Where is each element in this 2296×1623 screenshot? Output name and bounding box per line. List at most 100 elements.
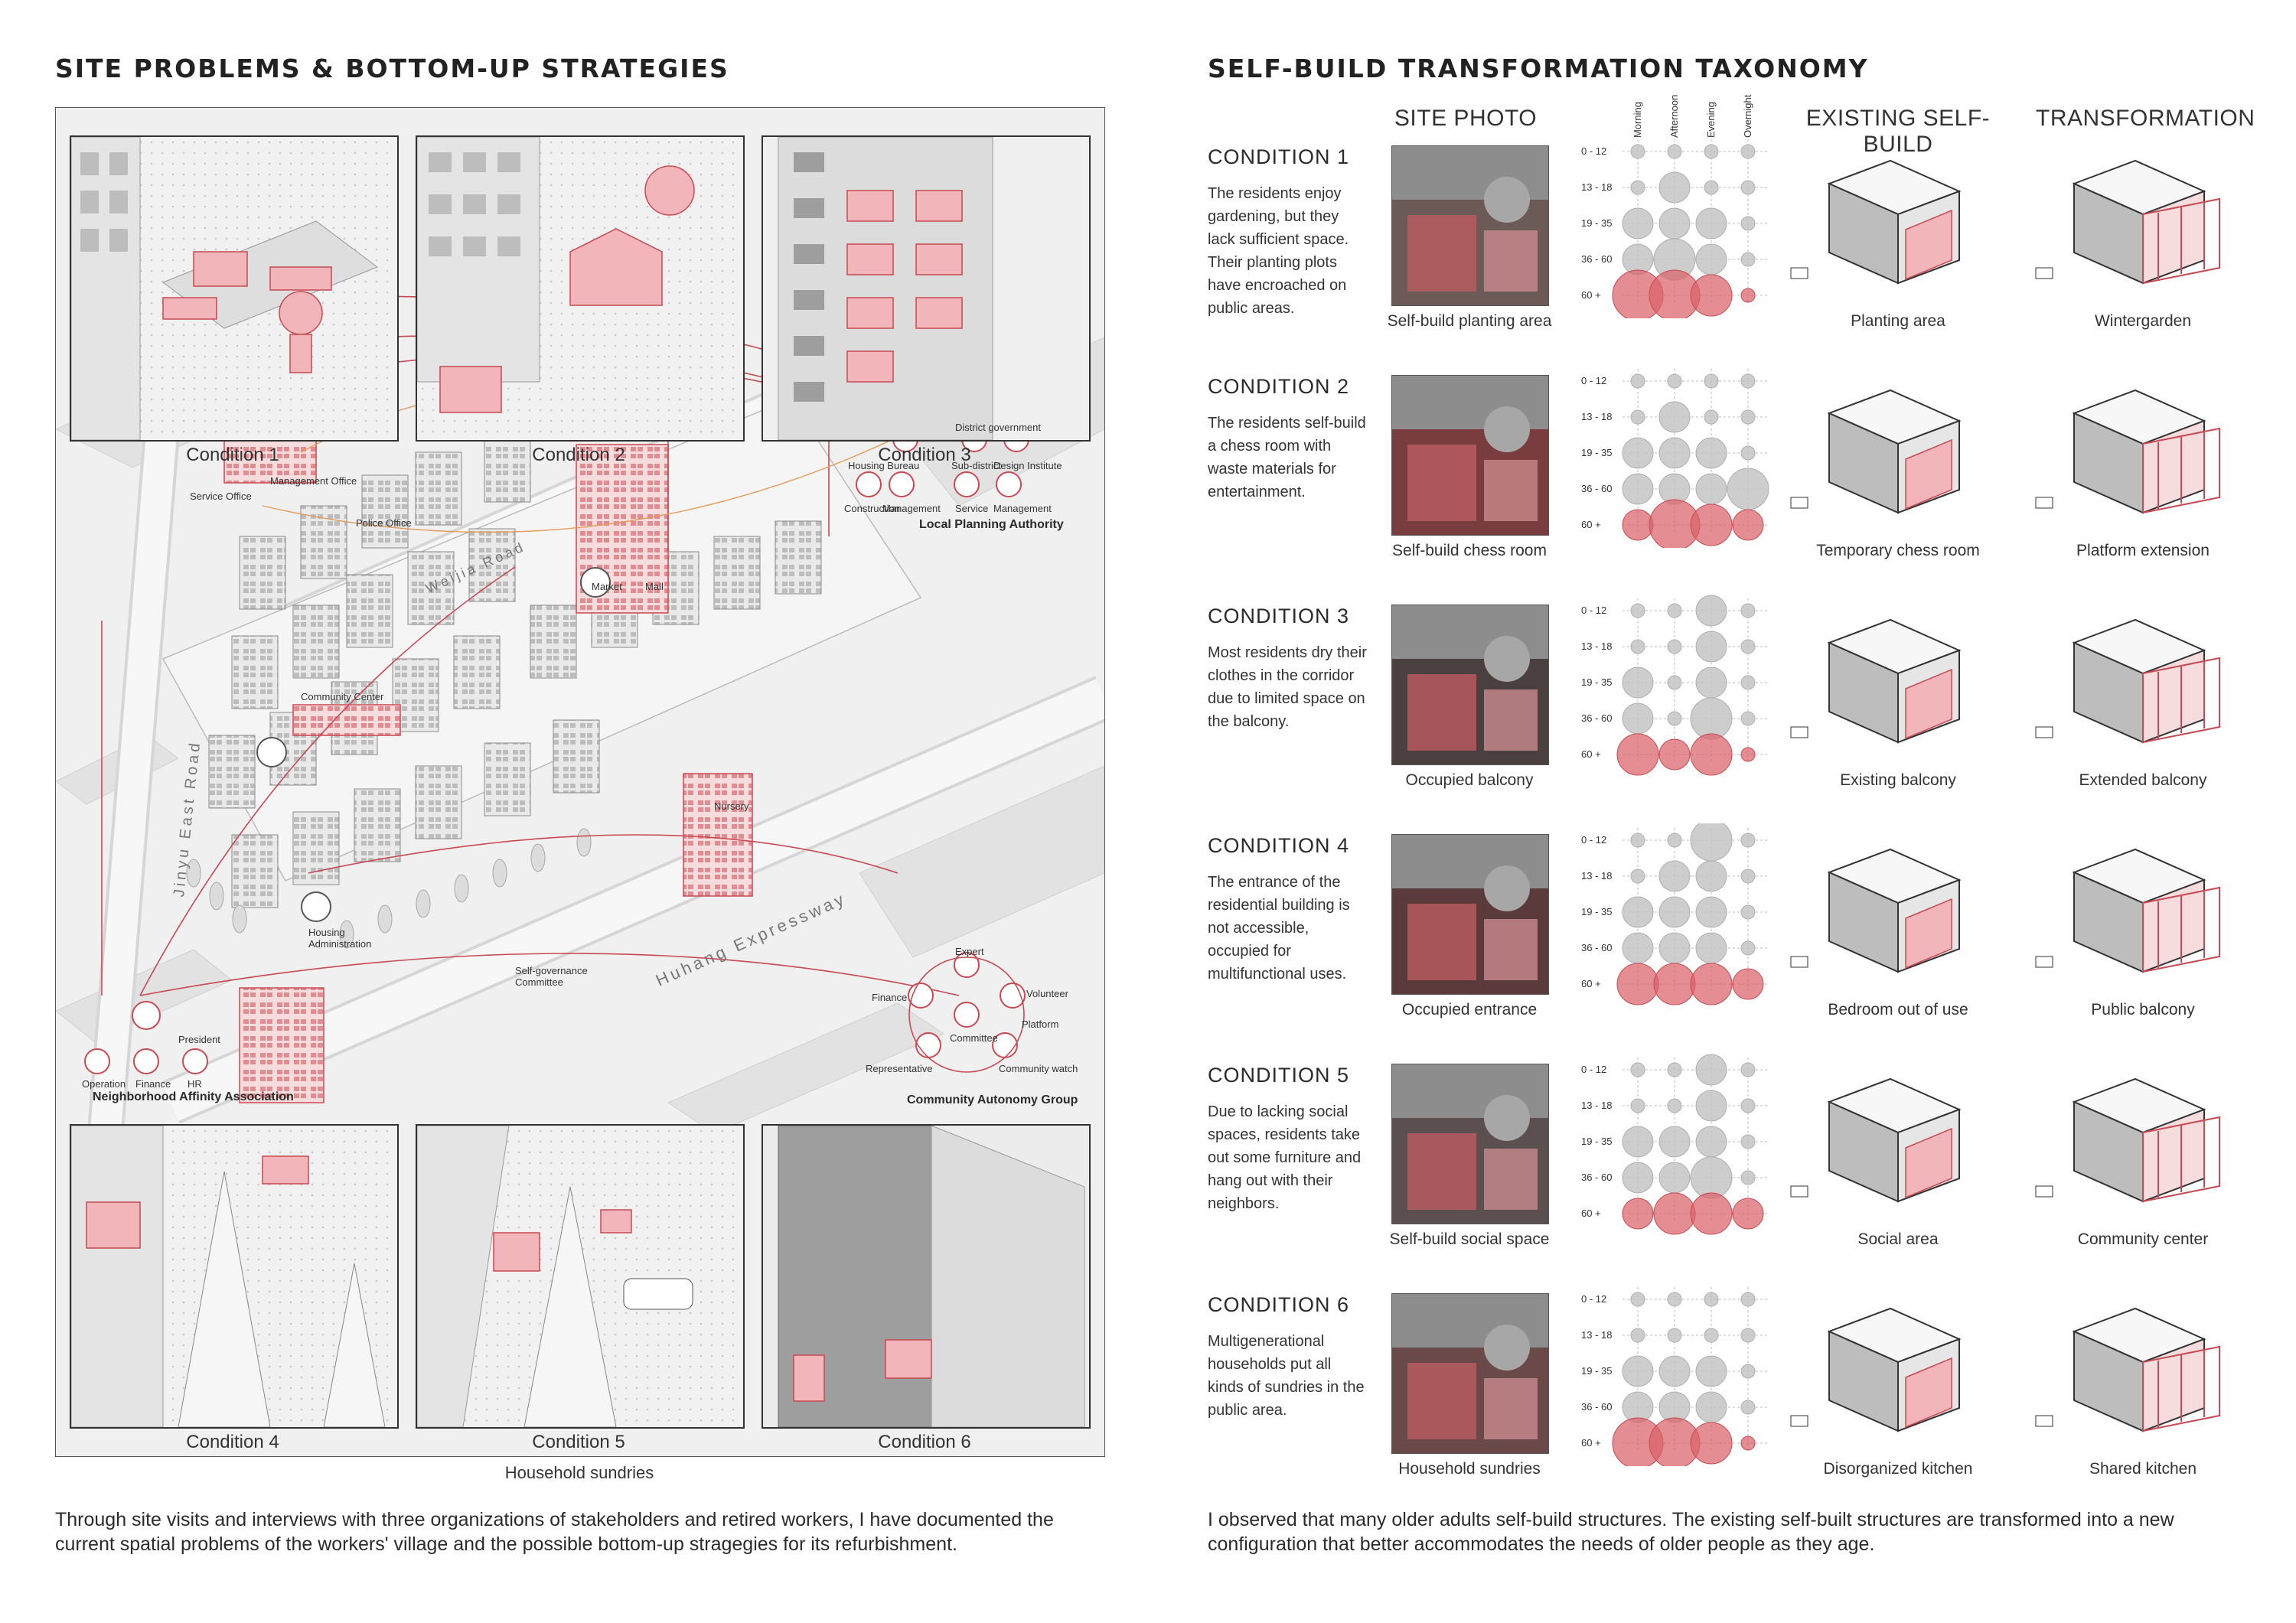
usage-bubble	[1695, 932, 1727, 964]
usage-bubble	[1740, 711, 1756, 726]
transformation-caption: Extended balcony	[2079, 771, 2207, 789]
usage-bubble	[1740, 445, 1756, 461]
age-label: 0 - 12	[1581, 834, 1607, 846]
inset-caption-1: Condition 1	[186, 445, 279, 465]
age-label: 36 - 60	[1581, 253, 1613, 265]
usage-bubble	[1740, 1062, 1756, 1077]
inset-caption-5: Condition 5	[532, 1432, 625, 1452]
transformation-axonometric	[2035, 159, 2220, 285]
usage-bubble	[1630, 180, 1645, 195]
time-label-morning: Morning	[1632, 102, 1643, 138]
usage-bubble	[1704, 1328, 1719, 1343]
label-president: President	[178, 1034, 220, 1045]
label-finance-2: Finance	[872, 992, 908, 1003]
age-label: 19 - 35	[1581, 906, 1613, 917]
usage-bubble	[1740, 1364, 1756, 1379]
usage-bubble	[1653, 1192, 1696, 1235]
age-label: 36 - 60	[1581, 712, 1613, 724]
usage-bubble	[1622, 1126, 1654, 1158]
usage-bubble	[1695, 860, 1727, 892]
existing-self-build-caption: Bedroom out of use	[1828, 1001, 1968, 1018]
usage-bubble	[1667, 1328, 1682, 1343]
existing-self-build-axonometric	[1790, 159, 1962, 285]
usage-bubble	[1667, 1062, 1682, 1077]
age-label: 0 - 12	[1581, 1293, 1607, 1305]
usage-bubble	[1622, 437, 1654, 469]
transformation-axonometric	[2035, 1077, 2220, 1203]
existing-self-build-caption: Existing balcony	[1840, 771, 1956, 789]
usage-bubble	[1740, 1292, 1756, 1307]
label-nursery: Nursery	[714, 800, 749, 812]
usage-bubble	[1704, 180, 1719, 195]
usage-bubble	[1622, 896, 1654, 928]
usage-bubble	[1690, 504, 1733, 546]
usage-bubble	[1740, 869, 1756, 884]
site-photo-image	[1392, 605, 1548, 764]
usage-bubble	[1704, 1292, 1719, 1307]
usage-bubble	[1630, 639, 1645, 654]
condition-2-illustration	[417, 137, 743, 440]
usage-bubble	[1630, 869, 1645, 884]
col-header-site-photo: SITE PHOTO	[1394, 106, 1538, 131]
existing-self-build-drawing	[1783, 383, 2013, 528]
usage-bubble	[1690, 1156, 1733, 1199]
existing-self-build-drawing	[1783, 1071, 2013, 1217]
usage-bubble	[1690, 733, 1733, 776]
usage-bubble	[1704, 409, 1719, 425]
age-label: 60 +	[1581, 978, 1601, 989]
label-police-office: Police Office	[356, 517, 412, 529]
age-label: 36 - 60	[1581, 942, 1613, 953]
usage-bubble	[1630, 1098, 1645, 1113]
condition-description: Multigenerational households put all kin…	[1208, 1333, 1365, 1419]
usage-bubble	[1695, 437, 1727, 469]
usage-bubble	[1658, 932, 1691, 964]
age-label: 13 - 18	[1581, 1329, 1613, 1341]
condition-description: The residents enjoy gardening, but they …	[1208, 185, 1349, 317]
age-label: 36 - 60	[1581, 1172, 1613, 1183]
usage-bubble	[1740, 1328, 1756, 1343]
label-housing-administration: Housing Administration	[308, 927, 372, 950]
label-neighborhood-affinity-association: Neighborhood Affinity Association	[93, 1090, 294, 1103]
usage-bubble	[1667, 711, 1682, 726]
usage-bubble	[1630, 833, 1645, 848]
usage-bubble	[1732, 1198, 1764, 1230]
site-photo-image	[1392, 376, 1548, 535]
usage-bubble	[1740, 940, 1756, 956]
inset-caption-3: Condition 3	[878, 445, 971, 465]
right-heading: SELF-BUILD TRANSFORMATION TAXONOMY	[1208, 54, 1869, 83]
usage-bubble	[1695, 1054, 1727, 1086]
usage-bubble	[1667, 603, 1682, 618]
usage-bubble	[1740, 1134, 1756, 1149]
usage-bubble	[1622, 1162, 1654, 1194]
label-community-autonomy-group: Community Autonomy Group	[907, 1093, 1078, 1106]
usage-bubble	[1740, 252, 1756, 267]
existing-self-build-axonometric	[1790, 618, 1962, 744]
transformation-drawing	[2028, 383, 2258, 528]
label-design-institute: Design Institute	[993, 460, 1062, 471]
condition-title: CONDITION 1	[1208, 145, 1350, 168]
existing-self-build-caption: Disorganized kitchen	[1823, 1460, 1973, 1478]
label-service-office: Service Office	[190, 490, 252, 502]
label-district-government: District government	[955, 422, 1041, 433]
usage-bubble	[1630, 373, 1645, 389]
site-photo-caption: Self-build social space	[1389, 1230, 1550, 1248]
usage-bubble	[1667, 639, 1682, 654]
condition-title: CONDITION 5	[1208, 1064, 1350, 1087]
site-photo	[1391, 375, 1549, 536]
condition-6-illustration	[763, 1126, 1089, 1427]
usage-bubble-chart	[1622, 1054, 1768, 1235]
usage-bubble	[1727, 468, 1769, 510]
usage-bubble	[1658, 1355, 1691, 1387]
age-label: 13 - 18	[1581, 870, 1613, 882]
usage-bubble	[1658, 401, 1691, 433]
label-housing-bureau: Housing Bureau	[848, 460, 920, 471]
usage-bubble	[1667, 675, 1682, 690]
site-photo	[1391, 145, 1549, 306]
inset-condition-2	[416, 135, 745, 442]
condition-title: CONDITION 2	[1208, 375, 1350, 398]
condition-description: The entrance of the residential building…	[1208, 874, 1350, 983]
age-label: 0 - 12	[1581, 605, 1607, 616]
usage-bubble	[1630, 1062, 1645, 1077]
usage-bubble	[1630, 603, 1645, 618]
site-photo-caption: Self-build planting area	[1387, 312, 1552, 330]
